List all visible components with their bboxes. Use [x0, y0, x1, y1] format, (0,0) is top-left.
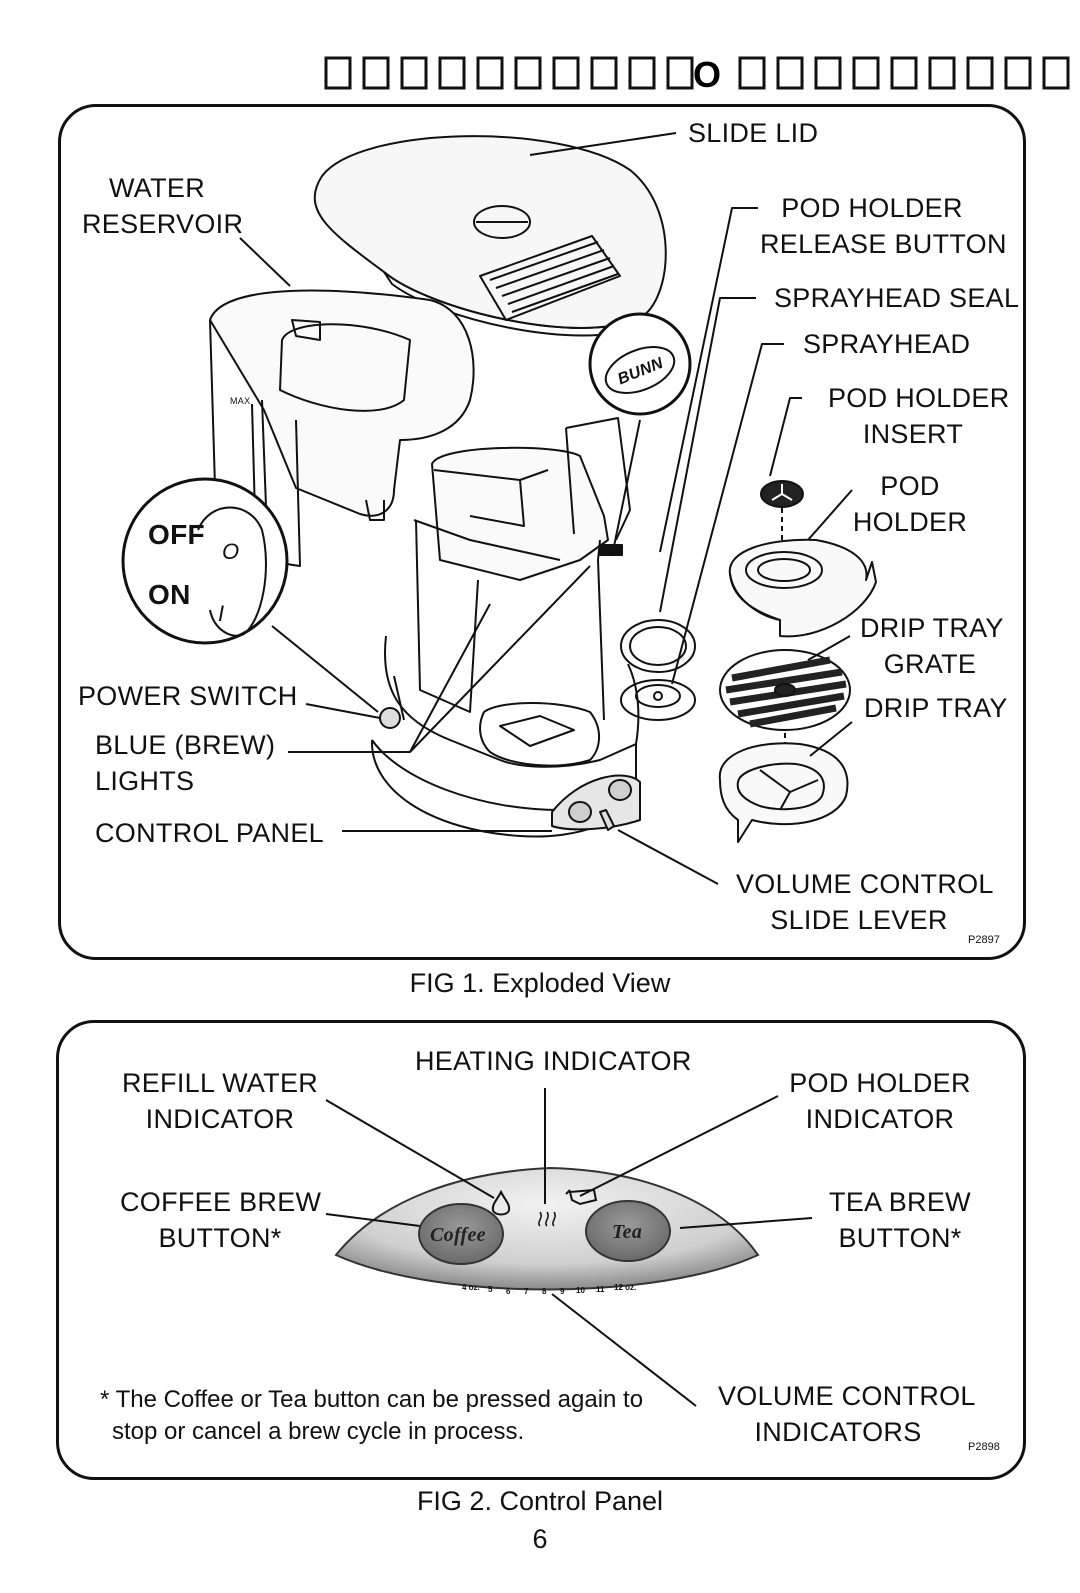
leader-drip-tray	[809, 721, 853, 757]
label-tea-brew-1: TEA BREW	[829, 1187, 971, 1217]
label-volume-lever-1: VOLUME CONTROL	[736, 869, 994, 899]
leader-pod-insert	[769, 397, 802, 477]
leader-bunn-zoom	[611, 419, 641, 557]
bunn-badge	[604, 346, 676, 394]
scale-10: 10	[576, 1286, 585, 1295]
label-volume-indicators-2: INDICATORS	[754, 1417, 922, 1447]
label-grate-1: DRIP TRAY	[860, 613, 1004, 643]
figure-code-1: P2897	[968, 934, 1000, 946]
switch-rocker	[197, 506, 267, 637]
body-pod-release-button	[599, 544, 623, 556]
leader-sprayhead-seal	[659, 297, 756, 613]
label-pod-insert-1: POD HOLDER	[828, 383, 1010, 413]
label-pod-release-2: RELEASE BUTTON	[760, 229, 1007, 259]
label-sprayhead-seal: SPRAYHEAD SEAL	[774, 283, 1020, 313]
scale-5: 5	[488, 1285, 493, 1294]
label-sprayhead: SPRAYHEAD	[803, 329, 971, 359]
body-power-switch	[379, 707, 401, 729]
volume-scale: 4 oz. 5 6 7 8 9 10 11 12 oz.	[462, 1280, 638, 1296]
scale-9: 9	[560, 1287, 565, 1296]
label-pod-insert-2: INSERT	[862, 419, 964, 449]
label-blue-lights-1: BLUE (BREW)	[95, 730, 276, 760]
leader-sprayhead	[671, 343, 784, 685]
sprayhead-part	[620, 679, 696, 721]
leader-slide-lid	[529, 132, 677, 156]
label-pod-holder-1: POD	[880, 471, 940, 501]
label-tea-brew-2: BUTTON*	[838, 1223, 962, 1253]
footnote-line-1: * The Coffee or Tea button can be presse…	[100, 1386, 644, 1413]
label-volume-indicators-1: VOLUME CONTROL	[718, 1381, 976, 1411]
body-coffee-button	[568, 801, 592, 823]
scale-12oz: 12 oz.	[614, 1283, 637, 1292]
label-blue-lights-2: LIGHTS	[95, 766, 195, 796]
leader-water-reservoir	[239, 237, 291, 287]
scale-4oz: 4 oz.	[462, 1283, 480, 1292]
bunn-zoom	[588, 312, 692, 416]
label-refill-1: REFILL WATER	[121, 1068, 319, 1098]
switch-o-mark: O	[222, 539, 240, 564]
leader-power-switch	[305, 703, 381, 719]
switch-i-mark: I	[218, 601, 225, 626]
label-pod-holder-2: HOLDER	[852, 507, 968, 537]
drip-tray-grate-part	[719, 649, 851, 731]
page-number: 6	[532, 1524, 548, 1554]
label-water-reservoir-1: WATER	[109, 173, 205, 203]
leader-switch-zoom	[271, 625, 379, 713]
scale-8: 8	[542, 1287, 547, 1296]
switch-off-label: OFF	[148, 519, 205, 550]
figure-code-2: P2898	[968, 1441, 1000, 1453]
label-control-panel: CONTROL PANEL	[95, 818, 324, 848]
leader-pod-holder	[807, 489, 853, 541]
header-glyphs: O	[324, 54, 1070, 95]
label-heating-indicator: HEATING INDICATOR	[415, 1046, 692, 1076]
label-pod-indicator-2: INDICATOR	[805, 1104, 955, 1134]
label-pod-release-1: POD HOLDER	[781, 193, 963, 223]
label-water-reservoir-2: RESERVOIR	[82, 209, 244, 239]
body-volume-lever	[599, 809, 615, 831]
tea-button-label: Tea	[612, 1221, 643, 1243]
label-refill-2: INDICATOR	[145, 1104, 295, 1134]
scale-7: 7	[524, 1287, 529, 1296]
figure-2-caption: FIG 2. Control Panel	[416, 1486, 664, 1516]
figure-1-caption: FIG 1. Exploded View	[409, 968, 671, 998]
footnote-line-2: stop or cancel a brew cycle in process.	[112, 1418, 525, 1445]
label-drip-tray: DRIP TRAY	[864, 693, 1008, 723]
leader-pod-release	[659, 207, 758, 553]
label-grate-2: GRATE	[883, 649, 977, 679]
switch-on-label: ON	[148, 579, 191, 610]
pod-holder-part	[728, 538, 877, 638]
body-tea-button	[608, 779, 632, 801]
label-coffee-brew-1: COFFEE BREW	[120, 1187, 322, 1217]
header-letter: O	[693, 54, 721, 95]
scale-6: 6	[506, 1287, 511, 1296]
label-slide-lid: SLIDE LID	[688, 118, 819, 148]
sprayhead-seal-part	[620, 619, 696, 673]
leader-grate	[807, 635, 851, 661]
drip-tray-part	[718, 742, 849, 843]
page-header: O	[0, 50, 1080, 100]
power-switch-zoom	[121, 477, 289, 645]
label-volume-lever-2: SLIDE LEVER	[770, 905, 948, 935]
label-pod-indicator-1: POD HOLDER	[789, 1068, 971, 1098]
leader-blue-lights	[288, 565, 591, 753]
label-coffee-brew-2: BUTTON*	[158, 1223, 282, 1253]
brewer-body-part	[370, 417, 640, 838]
scale-11: 11	[596, 1285, 605, 1294]
max-mark: MAX	[230, 396, 251, 406]
label-power-switch: POWER SWITCH	[78, 681, 298, 711]
coffee-button-label: Coffee	[430, 1224, 486, 1246]
leader-volume-lever	[617, 829, 719, 885]
